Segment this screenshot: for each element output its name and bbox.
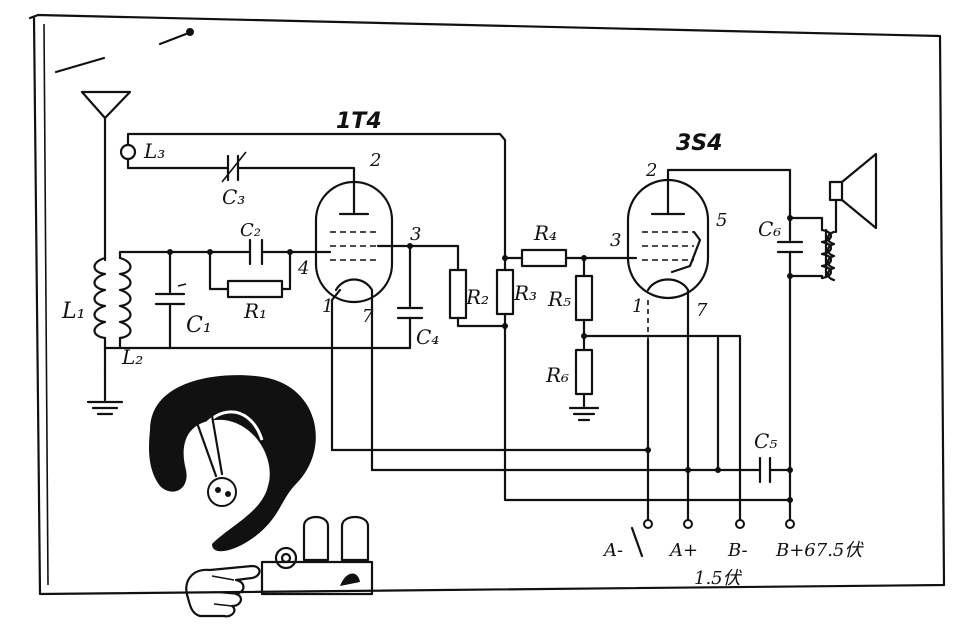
label-c6: C₆	[758, 217, 781, 241]
t2-pin2: 2	[645, 160, 657, 181]
t1-pin3: 3	[410, 224, 421, 245]
resistor-r2	[408, 244, 507, 328]
terminal-a-minus[interactable]	[630, 519, 653, 558]
socket-illustration	[149, 375, 316, 552]
terminal-b-plus[interactable]	[785, 519, 795, 529]
label-a-plus: A+	[668, 540, 698, 561]
coil-l3	[119, 132, 507, 260]
label-l2: L₂	[121, 345, 143, 369]
label-r2: R₂	[465, 285, 489, 309]
resistor-r5	[574, 256, 742, 522]
resistor-r3	[495, 255, 792, 502]
antenna-icon	[80, 90, 132, 262]
t2-pin5: 5	[716, 210, 727, 231]
t2-pin1: 1	[632, 296, 643, 317]
loudspeaker-icon	[828, 152, 878, 234]
terminal-b-minus[interactable]	[735, 519, 745, 529]
label-l1: L₁	[61, 299, 85, 324]
label-b-plus: B+67.5伏	[775, 540, 864, 561]
wire-bottom-tank	[118, 328, 412, 350]
label-r5: R₅	[547, 287, 571, 311]
label-c3: C₃	[222, 185, 245, 209]
label-c4: C₄	[416, 325, 439, 349]
capacitor-c6	[776, 215, 804, 472]
t1-pin7: 7	[362, 306, 374, 327]
label-r1: R₁	[243, 299, 267, 323]
label-c1: C₁	[186, 313, 212, 338]
label-l3: L₃	[143, 139, 165, 163]
resistor-r6	[568, 334, 600, 422]
capacitor-c5	[370, 456, 793, 484]
t1-pin4: 4	[297, 258, 309, 279]
tube1-label: 1T4	[336, 109, 382, 134]
t2-pin7: 7	[696, 300, 708, 321]
grid-leak	[167, 238, 320, 299]
t2-pin3: 3	[610, 230, 621, 251]
capacitor-c4	[396, 243, 424, 332]
frame	[28, 13, 946, 596]
ground-icon	[86, 370, 124, 416]
label-c5: C₅	[754, 429, 777, 453]
capacitor-c1	[154, 250, 187, 350]
label-r4: R₄	[533, 221, 557, 245]
output-coil	[788, 216, 836, 282]
tool-sketch-icon	[54, 28, 194, 74]
tube-1t4	[314, 180, 412, 472]
coil-l2	[103, 250, 172, 350]
t1-pin2: 2	[369, 150, 381, 171]
label-a-minus: A-	[602, 540, 623, 561]
label-b-minus-volt: 1.5伏	[694, 568, 743, 589]
label-r6: R₆	[545, 363, 569, 387]
tube2-label: 3S4	[676, 131, 722, 156]
resistor-r4	[503, 248, 638, 268]
terminal-a-plus[interactable]	[683, 519, 693, 529]
coil-l1	[93, 256, 107, 374]
hand-pointing-icon	[185, 564, 261, 618]
t1-pin1: 1	[322, 296, 333, 317]
tube-3s4	[626, 168, 792, 522]
label-r3: R₃	[513, 281, 537, 305]
label-b-minus: B-	[727, 540, 748, 561]
label-c2: C₂	[240, 220, 261, 241]
tube-sockets-sketch	[260, 515, 374, 596]
